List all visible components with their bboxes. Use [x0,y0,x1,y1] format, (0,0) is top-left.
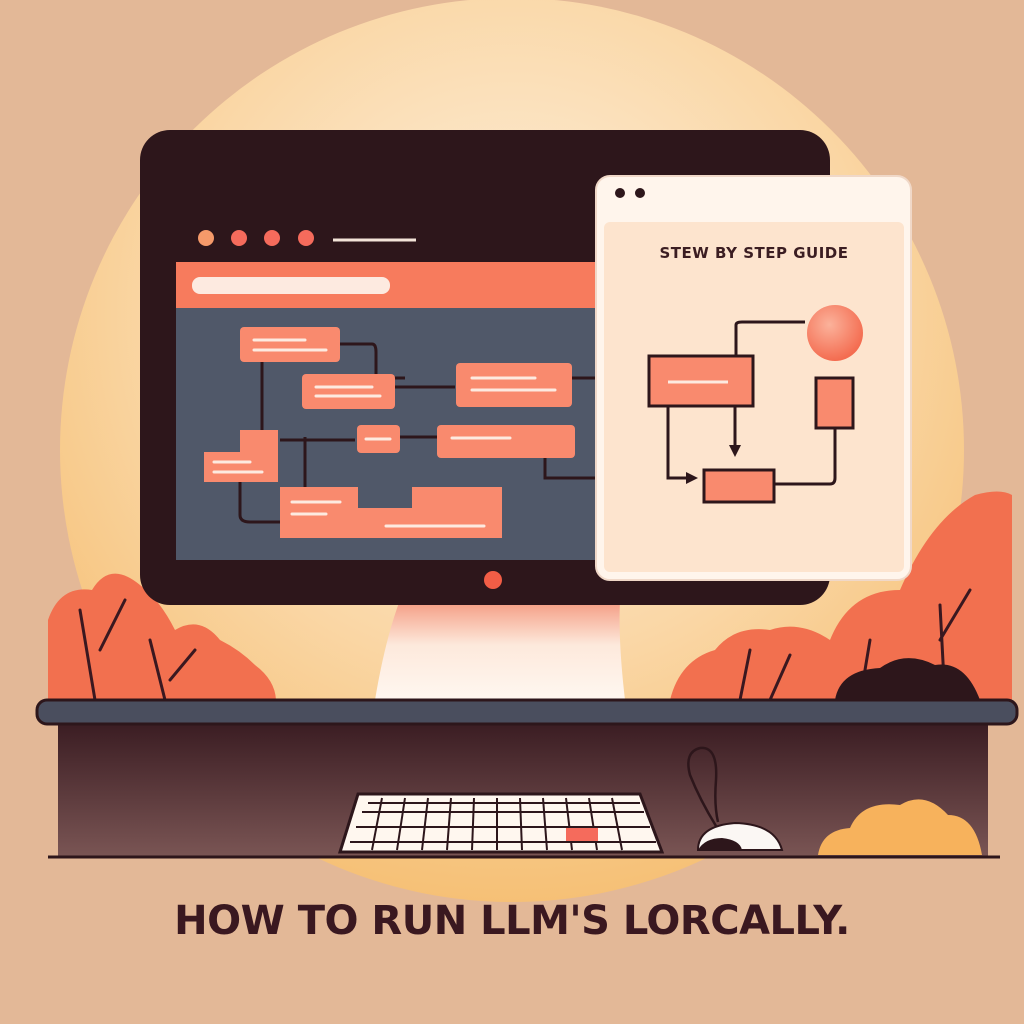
monitor-stand [375,600,625,700]
keyboard-highlight-key[interactable] [566,828,598,841]
keyboard[interactable] [337,792,665,854]
left-shrub [48,573,276,702]
flow-node [456,363,572,407]
flow-node [204,430,278,482]
guide-window-title: STEW BY STEP GUIDE [659,244,849,262]
guide-accent-circle [807,305,863,361]
guide-window-dot[interactable] [635,188,645,198]
monitor-power-light [484,571,502,589]
guide-flow-node [814,376,855,430]
mouse[interactable] [687,746,784,851]
guide-window [595,175,912,581]
flow-node [437,425,575,458]
right-shrub [670,491,1012,702]
guide-flow-node [702,468,776,504]
guide-window-dot[interactable] [615,188,625,198]
desk-cloud [818,799,982,855]
caption-title: HOW TO RUN LLM'S LORCALLY. [174,898,850,944]
address-bar[interactable] [192,277,390,294]
flow-node [302,374,395,409]
screen-flowchart [204,327,640,538]
window-control-dots [198,230,416,246]
flow-node [240,327,340,362]
